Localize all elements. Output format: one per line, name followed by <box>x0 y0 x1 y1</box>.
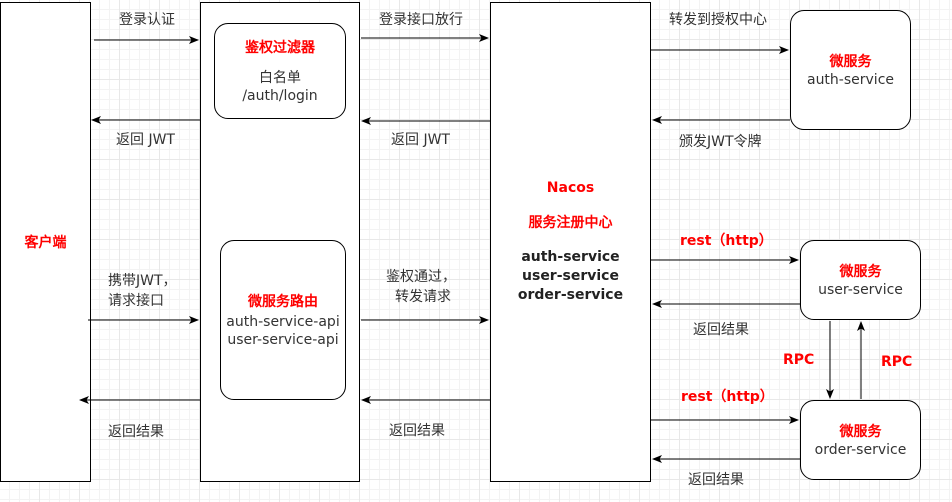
label-carry-jwt-2: 请求接口 <box>108 293 164 309</box>
user-service-box: 微服务 user-service <box>800 240 921 320</box>
label-auth-pass-2: 转发请求 <box>395 289 451 305</box>
auth-service-title: 微服务 <box>829 54 872 70</box>
label-return-jwt-client: 返回 JWT <box>116 132 175 148</box>
whitelist-label: 白名单 <box>259 70 301 86</box>
nacos-service-user: user-service <box>522 267 619 284</box>
service-router-box: 微服务路由 auth-service-api user-service-api <box>220 240 346 400</box>
nacos-service-auth: auth-service <box>521 248 620 265</box>
label-return-result-user: 返回结果 <box>693 322 749 338</box>
client-box: 客户端 <box>0 2 91 482</box>
whitelist-path: /auth/login <box>242 88 318 104</box>
service-router-title: 微服务路由 <box>248 294 318 310</box>
label-login-auth: 登录认证 <box>119 12 175 28</box>
label-issue-jwt: 颁发JWT令牌 <box>679 134 762 150</box>
auth-service-box: 微服务 auth-service <box>790 10 911 130</box>
label-auth-pass-1: 鉴权通过， <box>386 269 456 285</box>
label-return-jwt-gateway: 返回 JWT <box>391 132 450 148</box>
nacos-service-order: order-service <box>517 286 624 303</box>
label-rpc-left: RPC <box>783 352 815 368</box>
label-rpc-right: RPC <box>881 354 913 370</box>
label-forward-auth: 转发到授权中心 <box>669 12 767 28</box>
label-login-pass: 登录接口放行 <box>379 12 463 28</box>
auth-filter-box: 鉴权过滤器 白名单 /auth/login <box>214 23 346 119</box>
label-rest-order: rest（http） <box>681 389 774 405</box>
label-return-result-gateway: 返回结果 <box>389 423 445 439</box>
client-label: 客户端 <box>24 235 67 251</box>
auth-service-name: auth-service <box>806 72 894 88</box>
order-service-box: 微服务 order-service <box>800 400 921 480</box>
order-service-title: 微服务 <box>839 424 882 440</box>
label-return-result-order: 返回结果 <box>688 472 744 488</box>
route-user-service-api: user-service-api <box>227 332 339 348</box>
user-service-name: user-service <box>818 282 903 298</box>
label-return-result-client: 返回结果 <box>108 424 164 440</box>
label-carry-jwt-1: 携带JWT， <box>108 273 177 289</box>
auth-filter-title: 鉴权过滤器 <box>245 40 315 56</box>
nacos-subtitle: 服务注册中心 <box>528 214 613 231</box>
order-service-name: order-service <box>814 442 907 458</box>
nacos-title: Nacos <box>546 179 595 196</box>
user-service-title: 微服务 <box>839 264 882 280</box>
nacos-box: Nacos 服务注册中心 auth-service user-service o… <box>490 2 651 482</box>
label-rest-user: rest（http） <box>680 233 773 249</box>
route-auth-service-api: auth-service-api <box>226 314 340 330</box>
